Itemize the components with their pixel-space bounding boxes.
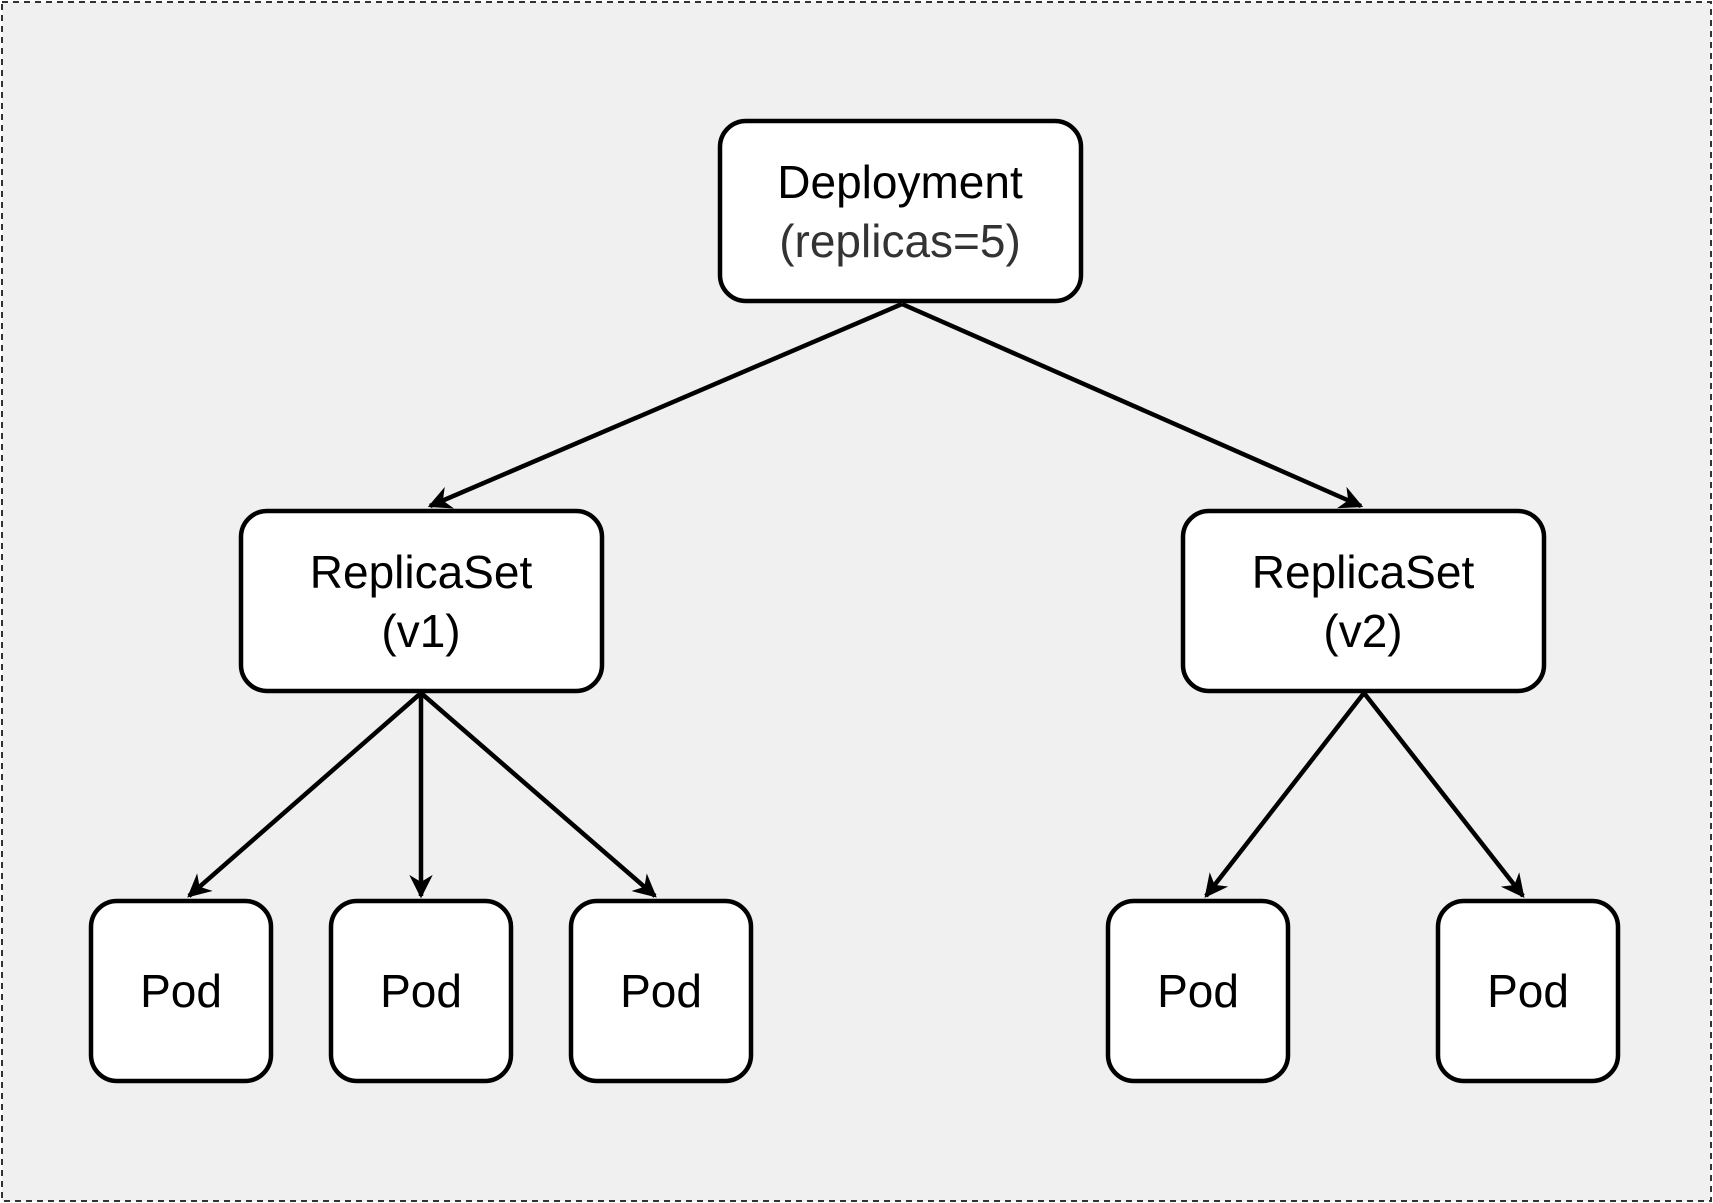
- pod-node-5[interactable]: Pod: [1435, 898, 1621, 1084]
- deployment-node[interactable]: Deployment (replicas=5): [717, 118, 1084, 304]
- edge-replicaset-v1-to-pod-3: [419, 691, 657, 898]
- pod-node-3-label: Pod: [620, 965, 702, 1017]
- replicaset-v1-node-sublabel: (v1): [381, 605, 460, 657]
- edge-deployment-to-replicaset-v1: [427, 301, 903, 509]
- replicaset-v2-node-sublabel: (v2): [1323, 605, 1402, 657]
- edges-layer: [187, 301, 1525, 899]
- replicaset-v1-node[interactable]: ReplicaSet (v1): [238, 508, 605, 694]
- replicaset-v2-node-label: ReplicaSet: [1252, 546, 1475, 598]
- pod-node-2-box: [328, 898, 514, 1084]
- pod-node-5-box: [1435, 898, 1621, 1084]
- pod-node-1-label: Pod: [140, 965, 222, 1017]
- pod-node-5-label: Pod: [1487, 965, 1569, 1017]
- pod-node-3-box: [568, 898, 754, 1084]
- pod-node-4-box: [1105, 898, 1291, 1084]
- pod-node-3[interactable]: Pod: [568, 898, 754, 1084]
- pod-node-4-label: Pod: [1157, 965, 1239, 1017]
- edge-deployment-to-replicaset-v2: [901, 301, 1364, 509]
- deployment-node-label: Deployment: [777, 156, 1023, 208]
- replicaset-v1-node-box: [238, 508, 605, 694]
- edge-replicaset-v1-to-pod-1: [187, 691, 423, 898]
- replicaset-v2-node[interactable]: ReplicaSet (v2): [1180, 508, 1547, 694]
- pod-node-1[interactable]: Pod: [88, 898, 274, 1084]
- pod-node-4[interactable]: Pod: [1105, 898, 1291, 1084]
- deployment-node-sublabel: (replicas=5): [779, 215, 1021, 267]
- edge-replicaset-v2-to-pod-5: [1362, 691, 1525, 898]
- replicaset-v2-node-box: [1180, 508, 1547, 694]
- pod-node-2[interactable]: Pod: [328, 898, 514, 1084]
- pod-node-1-box: [88, 898, 274, 1084]
- edge-replicaset-v2-to-pod-4: [1204, 691, 1366, 898]
- deployment-node-box: [717, 118, 1084, 304]
- pod-node-2-label: Pod: [380, 965, 462, 1017]
- replicaset-v1-node-label: ReplicaSet: [310, 546, 533, 598]
